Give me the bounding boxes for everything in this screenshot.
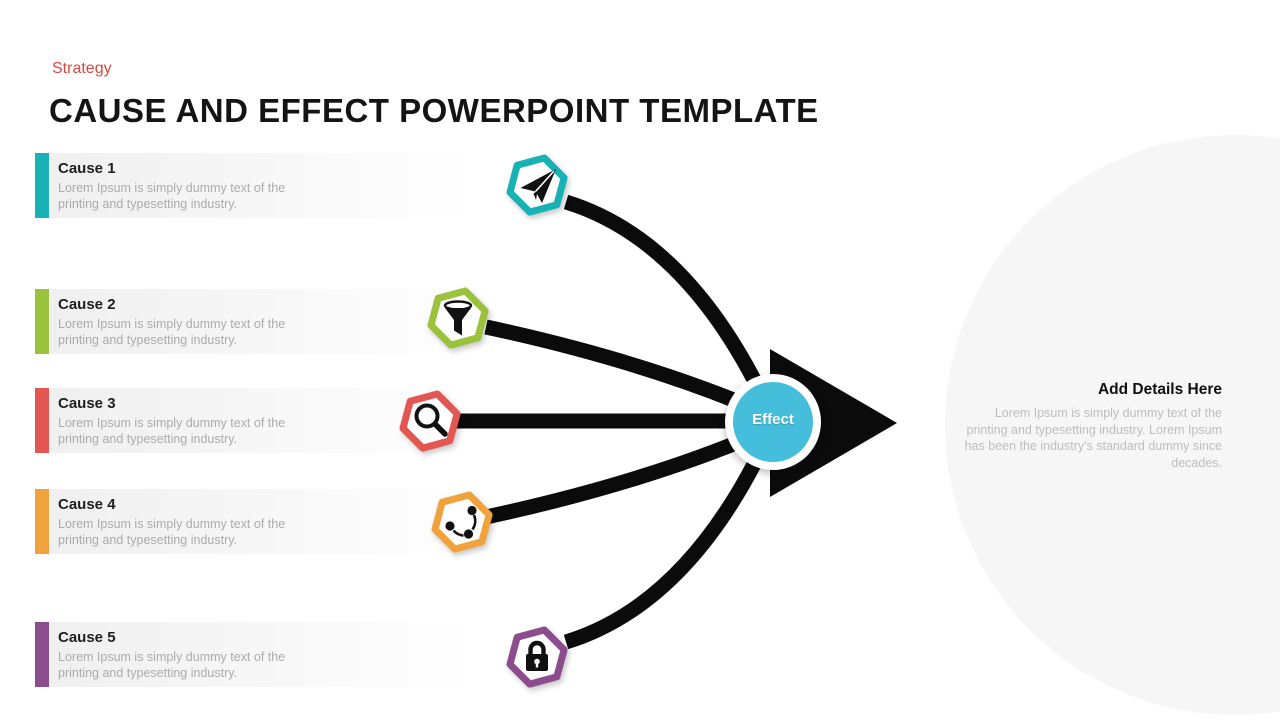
curve-cause-4 bbox=[484, 427, 761, 525]
cause-color-bar bbox=[35, 388, 49, 453]
cause-description: Lorem Ipsum is simply dummy text of the … bbox=[58, 181, 286, 211]
funnel-icon bbox=[443, 300, 473, 336]
page-title: CAUSE AND EFFECT POWERPOINT TEMPLATE bbox=[49, 92, 819, 129]
paper-plane-icon bbox=[520, 169, 556, 203]
details-heading: Add Details Here bbox=[1097, 381, 1222, 398]
cause-card-1[interactable]: Cause 1 Lorem Ipsum is simply dummy text… bbox=[35, 153, 480, 218]
effect-circle[interactable] bbox=[733, 382, 813, 462]
effect-label: Effect bbox=[752, 411, 794, 428]
cause-title: Cause 3 bbox=[58, 395, 116, 412]
cause-title: Cause 2 bbox=[58, 296, 116, 313]
magnifier-icon bbox=[414, 403, 448, 437]
hexagon-cause-3[interactable] bbox=[392, 383, 468, 459]
cause-color-bar bbox=[35, 289, 49, 354]
cause-color-bar bbox=[35, 153, 49, 218]
slide-eyebrow: Strategy bbox=[52, 60, 112, 77]
cause-title: Cause 1 bbox=[58, 160, 116, 177]
cause-color-bar bbox=[35, 622, 49, 687]
cause-color-bar bbox=[35, 489, 49, 554]
cause-title: Cause 4 bbox=[58, 496, 116, 513]
details-panel[interactable]: Add Details Here Lorem Ipsum is simply d… bbox=[960, 381, 1222, 471]
details-body: Lorem Ipsum is simply dummy text of the … bbox=[964, 406, 1222, 470]
share-icon bbox=[445, 505, 477, 539]
cause-description: Lorem Ipsum is simply dummy text of the … bbox=[58, 416, 286, 446]
cause-description: Lorem Ipsum is simply dummy text of the … bbox=[58, 650, 286, 680]
lock-icon bbox=[526, 640, 548, 671]
curve-cause-5 bbox=[563, 430, 776, 650]
cause-title: Cause 5 bbox=[58, 629, 116, 646]
hexagon-cause-2[interactable] bbox=[420, 280, 496, 356]
cause-card-4[interactable]: Cause 4 Lorem Ipsum is simply dummy text… bbox=[35, 489, 480, 554]
curve-cause-1 bbox=[563, 194, 776, 414]
hexagon-cause-5[interactable] bbox=[499, 619, 575, 695]
cause-card-5[interactable]: Cause 5 Lorem Ipsum is simply dummy text… bbox=[35, 622, 480, 687]
cause-description: Lorem Ipsum is simply dummy text of the … bbox=[58, 317, 286, 347]
hexagon-cause-4[interactable] bbox=[424, 484, 500, 560]
cause-description: Lorem Ipsum is simply dummy text of the … bbox=[58, 517, 286, 547]
curve-cause-2 bbox=[484, 319, 761, 417]
cause-card-2[interactable]: Cause 2 Lorem Ipsum is simply dummy text… bbox=[35, 289, 480, 354]
hexagon-cause-1[interactable] bbox=[499, 147, 575, 223]
